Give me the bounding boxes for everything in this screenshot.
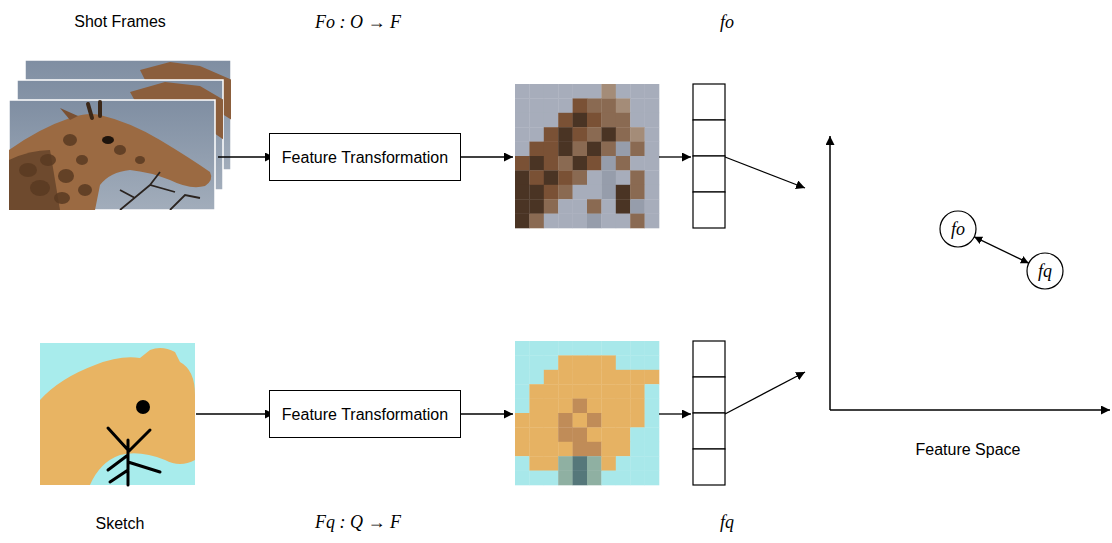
input-title: Shot Frames bbox=[74, 13, 166, 31]
input-title: Sketch bbox=[96, 515, 145, 533]
box-label: Feature Transformation bbox=[282, 148, 448, 167]
vector-label: fq bbox=[720, 512, 734, 533]
shot-frame-giraffe bbox=[9, 100, 215, 210]
sketch-image bbox=[40, 343, 195, 485]
pixelated-features bbox=[515, 84, 659, 228]
vector-label: fo bbox=[720, 12, 734, 33]
feature-point: fo bbox=[940, 211, 976, 247]
box-label: Feature Transformation bbox=[282, 405, 448, 424]
function-label: Fo : O → F bbox=[315, 12, 401, 33]
pixelated-features bbox=[515, 341, 659, 485]
function-label: Fq : Q → F bbox=[315, 512, 401, 533]
feature-space-axes bbox=[830, 136, 1110, 410]
feature-vector bbox=[693, 84, 725, 228]
process-box: Feature Transformation bbox=[269, 390, 461, 438]
axis-title: Feature Space bbox=[916, 441, 1021, 459]
flow-arrow bbox=[196, 157, 805, 414]
point-label: fo bbox=[951, 219, 965, 240]
process-box: Feature Transformation bbox=[269, 133, 461, 181]
connector-arrow bbox=[974, 237, 1029, 263]
feature-point: fq bbox=[1027, 253, 1063, 289]
feature-vector bbox=[693, 341, 725, 485]
point-label: fq bbox=[1038, 261, 1052, 282]
